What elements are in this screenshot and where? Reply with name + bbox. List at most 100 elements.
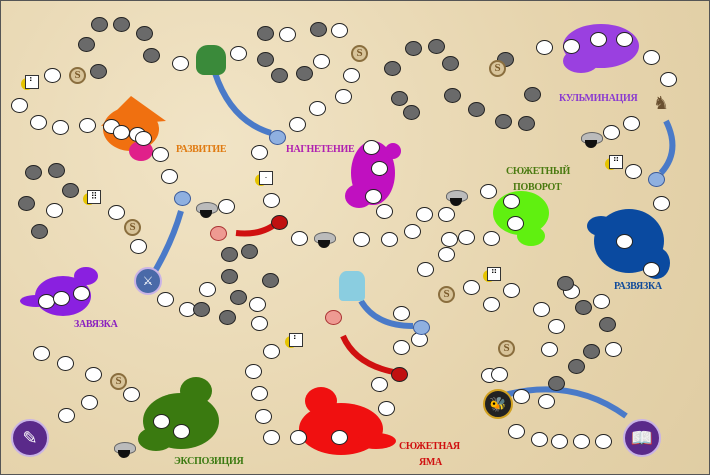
board-cell-gray xyxy=(405,41,422,56)
board-cell-gray xyxy=(90,64,107,79)
stage-label-razvitie: РАЗВИТИЕ xyxy=(176,144,227,155)
board-cell-white xyxy=(130,239,147,254)
board-cell-white xyxy=(441,232,458,247)
finish-medal-book-icon: 📖 xyxy=(623,419,661,457)
board-cell-white xyxy=(363,140,380,155)
board-cell-white xyxy=(573,434,590,449)
stage-label-syuzhetnaya: СЮЖЕТНАЯ xyxy=(399,441,460,452)
coin-icon: S xyxy=(498,340,515,357)
board-cell-white xyxy=(538,394,555,409)
board-cell-white xyxy=(378,401,395,416)
cat-bowl-icon xyxy=(312,232,336,250)
cat-bowl-icon xyxy=(444,190,468,208)
board-cell-gray xyxy=(599,317,616,332)
board-cell-white xyxy=(335,89,352,104)
arrow-blue xyxy=(658,119,676,176)
board-cell-white xyxy=(313,54,330,69)
board-cell-white xyxy=(533,302,550,317)
start-medal-quill-icon: ✎ xyxy=(11,419,49,457)
dice-icon: ⠃ xyxy=(21,75,39,90)
board-cell-gray xyxy=(91,17,108,32)
board-cell-white xyxy=(230,46,247,61)
board-cell-white xyxy=(593,294,610,309)
cat-bowl-icon xyxy=(579,132,603,150)
board-cell-white xyxy=(353,232,370,247)
stage-label-nagnetenie: НАГНЕТЕНИЕ xyxy=(286,144,355,155)
board-cell-red xyxy=(271,215,288,230)
board-cell-white xyxy=(11,98,28,113)
board-cell-gray xyxy=(518,116,535,131)
arrows xyxy=(146,72,676,419)
board-cell-white xyxy=(616,32,633,47)
board-cell-white xyxy=(291,231,308,246)
board-cell-gray xyxy=(48,163,65,178)
board-cell-white xyxy=(52,120,69,135)
board-cell-white xyxy=(541,342,558,357)
board-cell-gray xyxy=(384,61,401,76)
swords-token-icon: ⚔ xyxy=(134,267,162,295)
board-cell-gray xyxy=(219,310,236,325)
board-cell-gray xyxy=(143,48,160,63)
board-cell-white xyxy=(371,161,388,176)
stage-label-povorot: ПОВОРОТ xyxy=(513,182,562,193)
board-cell-white xyxy=(603,125,620,140)
board-cell-white xyxy=(290,430,307,445)
cat-bowl-icon xyxy=(112,442,136,460)
stage-label-yama: ЯМА xyxy=(419,457,442,468)
board-cell-gray xyxy=(428,39,445,54)
board-cell-white xyxy=(595,434,612,449)
board-cell-white xyxy=(605,342,622,357)
board-cell-gray xyxy=(31,224,48,239)
dice-icon: ⠿ xyxy=(83,190,101,205)
board-cell-red xyxy=(391,367,408,382)
board-cell-white xyxy=(113,125,130,140)
board-cell-white xyxy=(381,232,398,247)
board-cell-white xyxy=(218,199,235,214)
board-cell-white xyxy=(551,434,568,449)
board-cell-gray xyxy=(495,114,512,129)
arrow-red xyxy=(340,334,400,376)
board-cell-gray xyxy=(78,37,95,52)
board-cell-gray xyxy=(230,290,247,305)
board-cell-white xyxy=(73,286,90,301)
board-cell-white xyxy=(417,262,434,277)
board-cell-white xyxy=(393,340,410,355)
board-cell-gray xyxy=(444,88,461,103)
board-cell-white xyxy=(653,196,670,211)
stage-label-kulminatsiya: КУЛЬМИНАЦИЯ xyxy=(559,93,638,104)
board-cell-white xyxy=(660,72,677,87)
coin-icon: S xyxy=(438,286,455,303)
board-cell-blue xyxy=(269,130,286,145)
board-cell-white xyxy=(536,40,553,55)
board-cell-white xyxy=(416,207,433,222)
board-cell-gray xyxy=(221,269,238,284)
board-cell-white xyxy=(625,164,642,179)
board-cell-gray xyxy=(575,300,592,315)
board-cell-white xyxy=(643,50,660,65)
board-cell-pink xyxy=(210,226,227,241)
board-cell-white xyxy=(331,23,348,38)
board-cell-white xyxy=(245,364,262,379)
board-cell-blue xyxy=(174,191,191,206)
board-cell-white xyxy=(81,395,98,410)
board-cell-white xyxy=(58,408,75,423)
board-cell-white xyxy=(289,117,306,132)
board-cell-gray xyxy=(257,52,274,67)
dice-icon: ⠃ xyxy=(285,333,303,348)
board-cell-gray xyxy=(113,17,130,32)
bee-token-icon: 🐝 xyxy=(483,389,513,419)
board-cell-white xyxy=(263,193,280,208)
board-cell-white xyxy=(438,207,455,222)
board-cell-white xyxy=(371,377,388,392)
board-cell-gray xyxy=(524,87,541,102)
board-cell-white xyxy=(483,231,500,246)
dice-icon: · xyxy=(255,171,273,186)
board-cell-gray xyxy=(18,196,35,211)
arrow-blue xyxy=(212,72,272,136)
board-cell-white xyxy=(263,430,280,445)
board-cell-blue xyxy=(648,172,665,187)
board-cell-white xyxy=(483,297,500,312)
horse-rider-icon: ♞ xyxy=(653,93,670,113)
coin-icon: S xyxy=(489,60,506,77)
board-cell-white xyxy=(173,424,190,439)
